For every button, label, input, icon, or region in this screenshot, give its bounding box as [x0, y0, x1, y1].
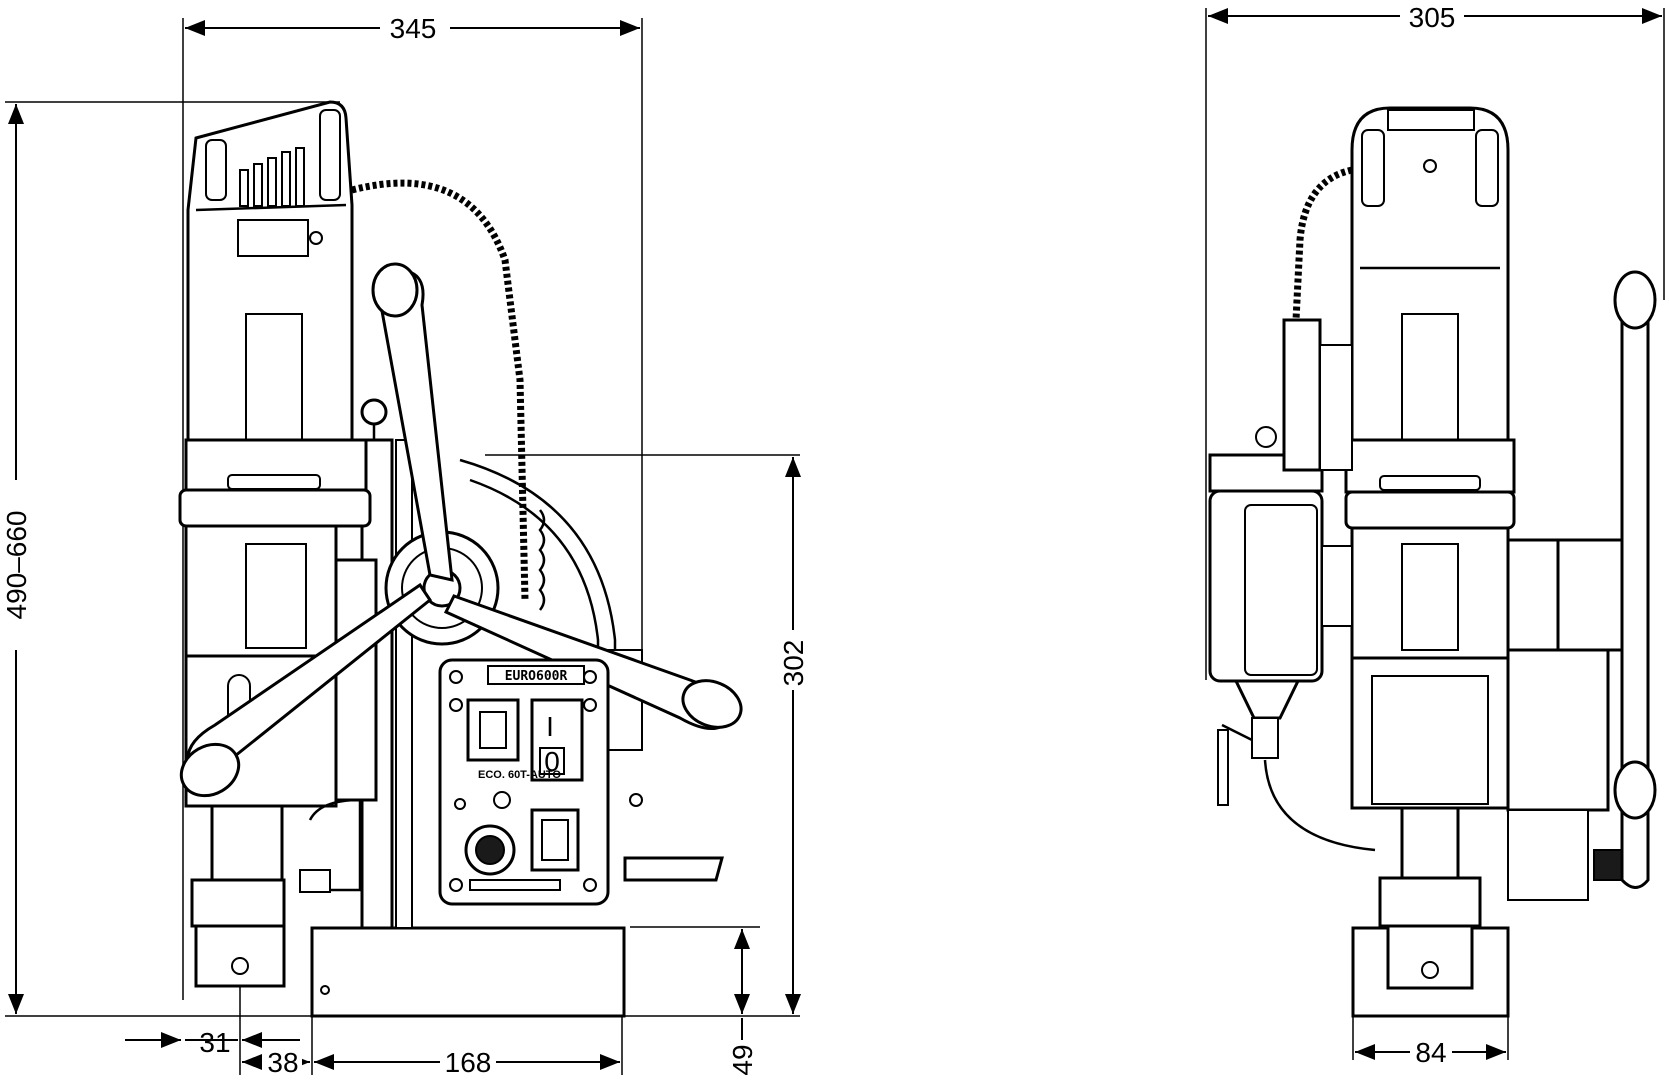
- rack-guard: [459, 458, 617, 740]
- dim-base-length: 168: [445, 1047, 492, 1078]
- slide: [334, 558, 378, 802]
- dim-base-height: 49: [727, 1044, 758, 1075]
- depth-stop-knob: [360, 398, 388, 426]
- dim-stroke: 302: [778, 640, 809, 687]
- cable-gland: [623, 856, 724, 882]
- switch-on-label: I: [546, 711, 554, 742]
- magnet-base: [310, 926, 626, 1018]
- front-cable-block: [1282, 318, 1322, 472]
- dim-width-front: 305: [1409, 2, 1456, 33]
- dim-base-width-front: 84: [1415, 1037, 1446, 1068]
- front-rack-block: [1556, 538, 1630, 652]
- dim-width-side: 345: [390, 13, 437, 44]
- brand-plate-label: EURO600R: [505, 669, 568, 684]
- front-gland: [1593, 849, 1623, 881]
- dim-offset-38: 38: [267, 1047, 298, 1078]
- rating-plate: [237, 219, 309, 257]
- front-motor-housing: [1350, 106, 1510, 442]
- arbor: [190, 878, 286, 928]
- cutter-holder: [194, 924, 286, 988]
- eco-mode-label: ECO. 60T-AUTO: [478, 769, 561, 781]
- front-power-cable: [1292, 166, 1353, 321]
- dim-height-range: 490–660: [1, 510, 32, 619]
- front-arbor: [1378, 876, 1482, 928]
- side-view: 345 490–660 302 49 31 38 168: [0, 10, 810, 1079]
- front-view: 305 84: [1205, 0, 1665, 1068]
- control-panel: [438, 658, 610, 906]
- switch-off-label: 0: [544, 746, 560, 777]
- spindle: [210, 804, 284, 882]
- reset-button[interactable]: [493, 791, 511, 809]
- motor-vent: [245, 313, 303, 441]
- dim-offset-31: 31: [199, 1027, 230, 1058]
